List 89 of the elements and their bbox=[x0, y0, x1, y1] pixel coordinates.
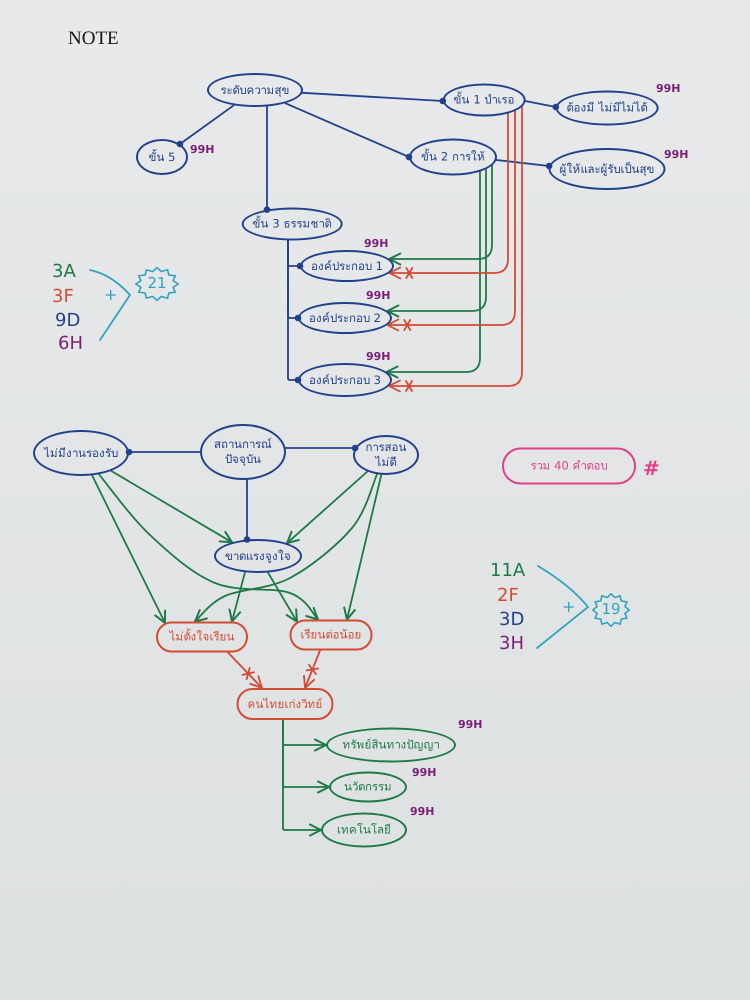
arrow bbox=[91, 474, 166, 624]
node-label: องค์ประกอบ 1 bbox=[311, 258, 383, 274]
node-label: องค์ประกอบ 3 bbox=[309, 372, 381, 388]
connector-line bbox=[284, 102, 412, 160]
oval-node bbox=[300, 250, 394, 282]
oval-node bbox=[200, 424, 286, 480]
rounded-node bbox=[156, 622, 248, 652]
node-label: สถานการณ์ปัจจุบัน bbox=[213, 437, 273, 467]
rounded-node bbox=[290, 620, 372, 650]
plus-sign: + bbox=[562, 597, 576, 616]
arrow bbox=[110, 470, 233, 544]
annotation-code: 99H bbox=[656, 82, 681, 95]
connector-line bbox=[302, 92, 446, 104]
node-label: ไม่มีงานรองรับ bbox=[44, 446, 118, 460]
annotation-code: 99H bbox=[664, 148, 689, 161]
oval-node bbox=[214, 539, 302, 573]
tally-count: 9D bbox=[55, 310, 80, 331]
annotation-code: 99H bbox=[458, 718, 483, 731]
arrow bbox=[228, 571, 246, 622]
tally-count: 3A bbox=[52, 261, 76, 282]
tally-count: 3H bbox=[499, 633, 524, 654]
oval-node bbox=[298, 363, 392, 397]
plus-sign: + bbox=[104, 285, 118, 304]
tally-count: 3D bbox=[499, 609, 524, 630]
arrow bbox=[388, 164, 493, 266]
connector-line bbox=[264, 106, 270, 213]
arrow bbox=[343, 474, 382, 620]
oval-node bbox=[326, 728, 456, 762]
node-label: ขั้น 3 ธรรมชาติ bbox=[252, 216, 332, 232]
connector-line bbox=[126, 448, 201, 456]
oval-node bbox=[321, 812, 407, 848]
tally-count: 6H bbox=[58, 333, 83, 354]
connector-line bbox=[284, 444, 358, 452]
connector-line bbox=[496, 159, 552, 170]
node-label: 19 bbox=[601, 600, 621, 620]
rounded-node bbox=[236, 688, 334, 720]
node-label: ต้องมี ไม่มีไม่ได้ bbox=[566, 100, 648, 116]
arrow bbox=[386, 168, 487, 318]
node-label: การสอนไม่ดี bbox=[364, 440, 408, 470]
oval-node bbox=[353, 435, 419, 475]
connector-line bbox=[287, 240, 302, 384]
annotation-code: 99H bbox=[366, 350, 391, 363]
connector-line bbox=[176, 104, 235, 148]
oval-node bbox=[242, 208, 342, 240]
page-heading: NOTE bbox=[68, 28, 119, 50]
node-label: ผู้ให้และผู้รับเป็นสุข bbox=[560, 162, 654, 176]
connector-line bbox=[524, 100, 560, 110]
arrow bbox=[194, 473, 378, 622]
arrow bbox=[386, 170, 481, 378]
arrow bbox=[286, 470, 368, 544]
annotation-code: 99H bbox=[364, 237, 389, 250]
node-label: ทรัพย์สินทางปัญญา bbox=[342, 738, 440, 752]
annotation-code: 99H bbox=[366, 289, 391, 302]
hash-annotation: # bbox=[643, 456, 660, 480]
tally-count: 3F bbox=[52, 286, 74, 307]
annotation-code: 99H bbox=[190, 143, 215, 156]
rounded-node bbox=[502, 448, 636, 484]
oval-node bbox=[409, 138, 497, 176]
tally-count: 2F bbox=[497, 585, 519, 606]
node-label: เรียนต่อน้อย bbox=[300, 628, 362, 642]
node-label: คนไทยเก่งวิทย์ bbox=[248, 696, 322, 712]
connector-line bbox=[244, 479, 250, 543]
oval-node bbox=[33, 430, 129, 476]
tally-count: 11A bbox=[490, 560, 526, 581]
annotation-code: 99H bbox=[410, 805, 435, 818]
node-label: เทคโนโลยี bbox=[337, 822, 391, 838]
node-label: ขั้น 2 การให้ bbox=[421, 150, 485, 164]
oval-node bbox=[329, 772, 407, 802]
oval-node bbox=[136, 139, 188, 175]
oval-node bbox=[442, 84, 526, 116]
oval-node bbox=[556, 90, 658, 126]
node-label: ขั้น 5 bbox=[148, 150, 176, 164]
arrow bbox=[282, 719, 322, 836]
node-label: นวัตกรรม bbox=[344, 780, 392, 794]
oval-node bbox=[548, 148, 666, 190]
node-label: ระดับความสุข bbox=[220, 82, 290, 98]
starburst-badge bbox=[592, 593, 630, 627]
arrow bbox=[98, 473, 319, 620]
node-label: องค์ประกอบ 2 bbox=[309, 310, 381, 326]
starburst-badge bbox=[135, 267, 179, 301]
node-label: ไม่ตั้งใจเรียน bbox=[170, 630, 234, 644]
annotation-code: 99H bbox=[412, 766, 437, 779]
node-label: รวม 40 คำตอบ bbox=[530, 458, 608, 474]
arrow bbox=[267, 572, 298, 623]
node-label: ขาดแรงจูงใจ bbox=[225, 548, 291, 564]
node-label: 21 bbox=[147, 274, 167, 294]
node-label: ขั้น 1 บำเรอ bbox=[454, 92, 514, 108]
oval-node bbox=[207, 73, 303, 107]
oval-node bbox=[298, 302, 392, 334]
